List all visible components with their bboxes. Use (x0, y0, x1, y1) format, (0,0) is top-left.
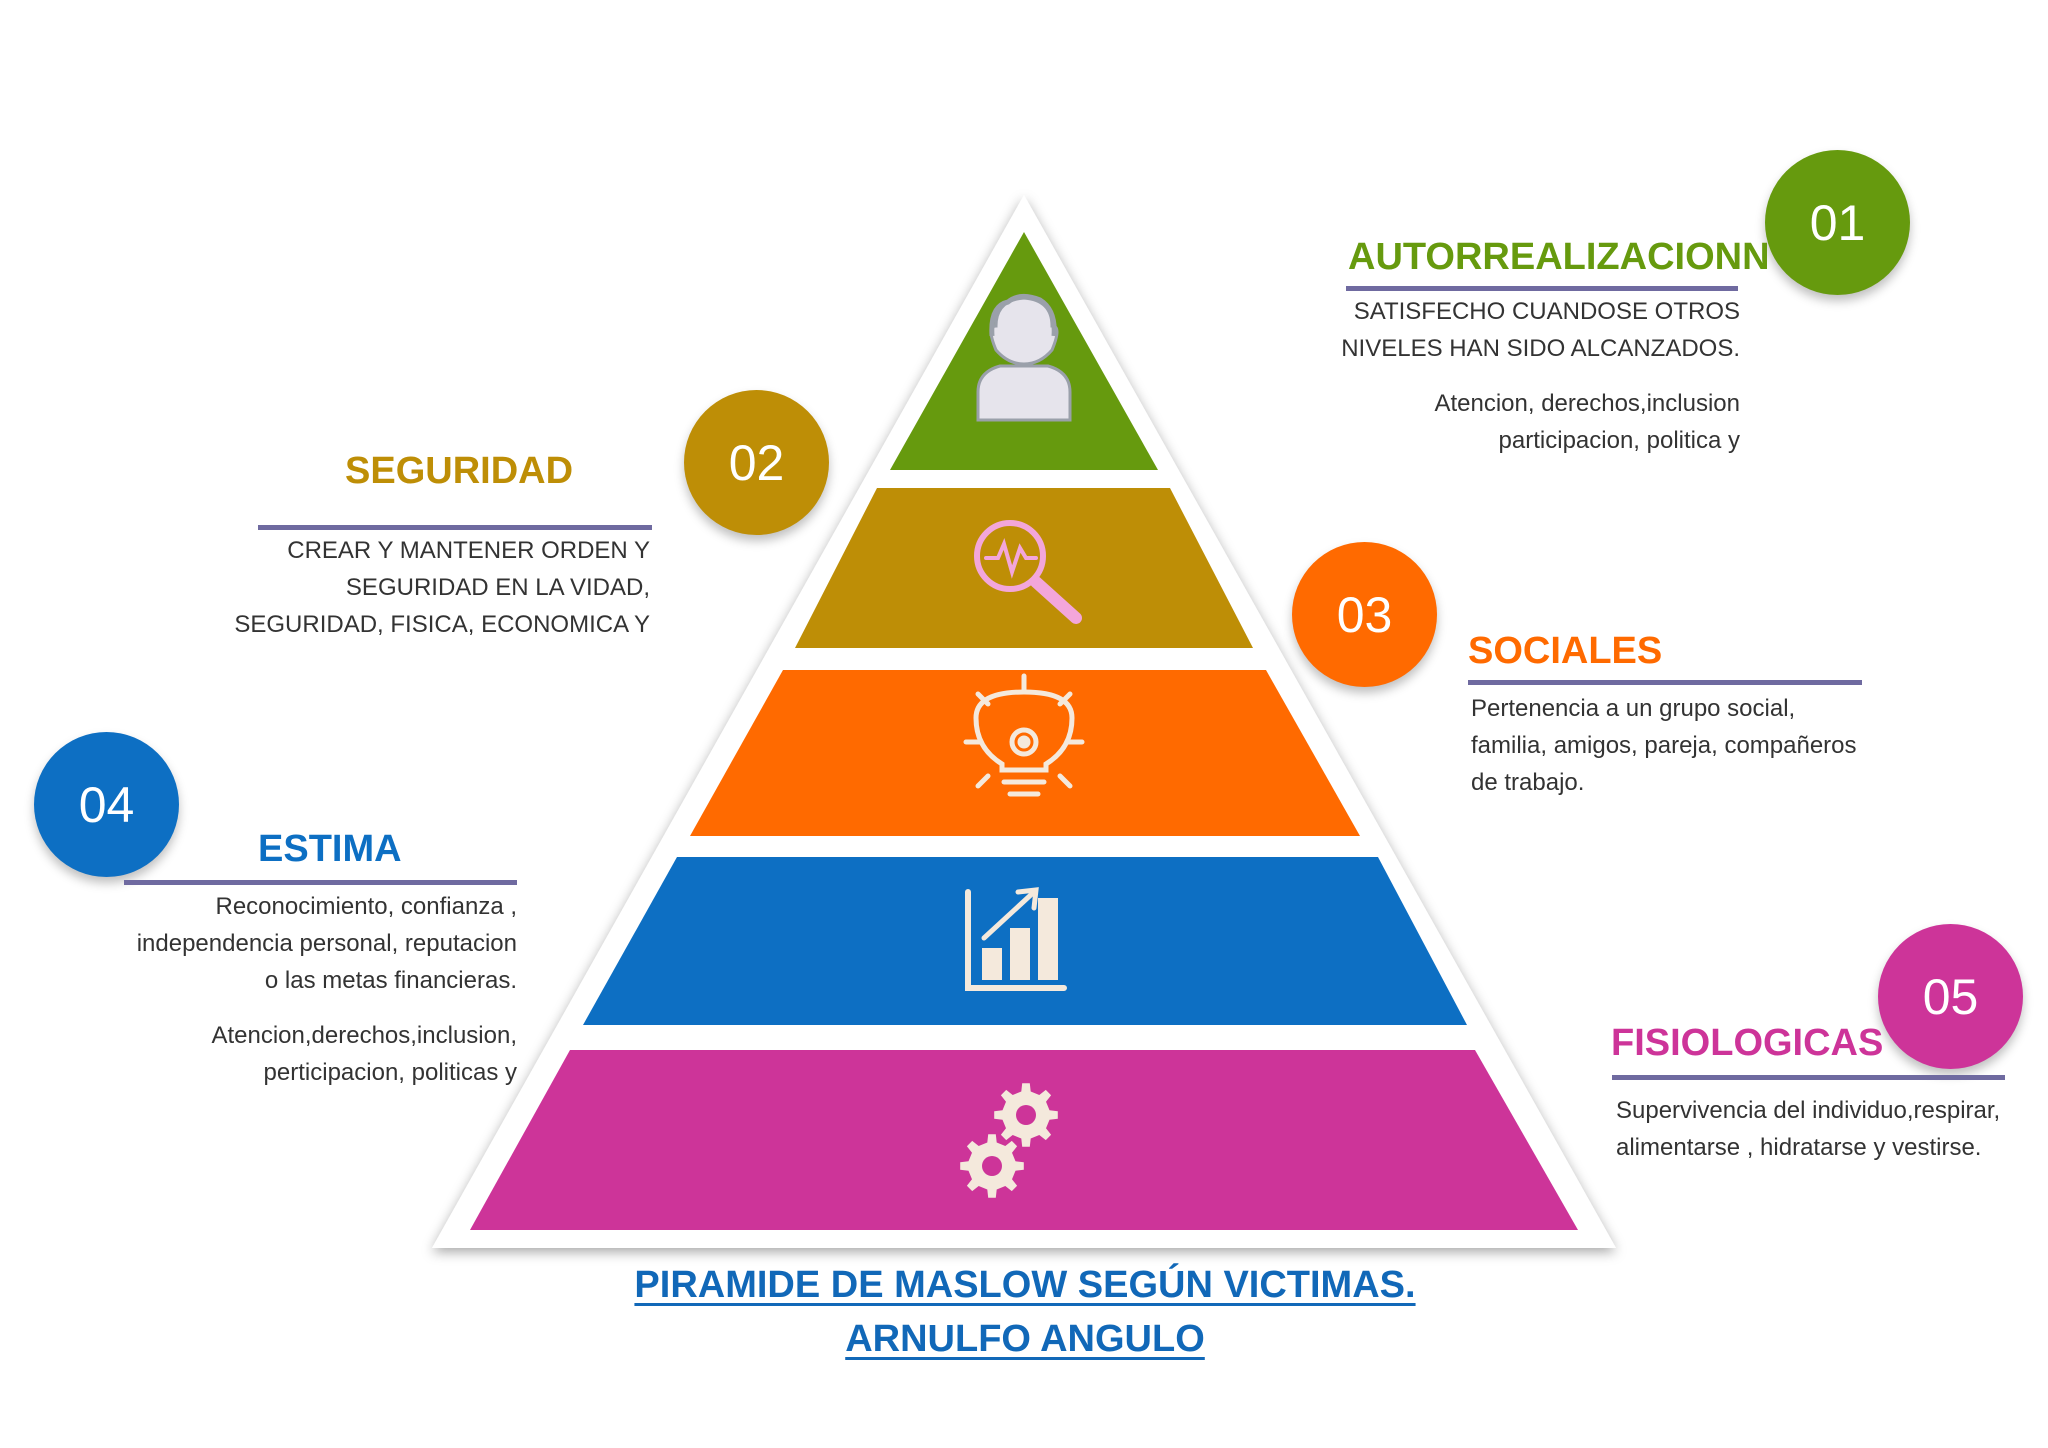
growth-chart-icon (965, 887, 1067, 991)
person-icon (976, 294, 1072, 422)
pyramid-level-2 (795, 488, 1253, 648)
lightbulb-gear-icon (963, 673, 1085, 797)
description-line: alimentarse , hidratarse y vestirse. (1616, 1134, 1982, 1161)
heading-fisiologicas: FISIOLOGICAS (1611, 1022, 1884, 1064)
heading-rule-02 (258, 525, 652, 530)
title-line-1: PIRAMIDE DE MASLOW SEGÚN VICTIMAS. (634, 1264, 1416, 1306)
description-line: SEGURIDAD, FISICA, ECONOMICA Y (234, 611, 650, 638)
description-line: o las metas financieras. (264, 967, 517, 994)
heading-rule-04 (124, 880, 517, 885)
description-seguridad: CREAR Y MANTENER ORDEN Y SEGURIDAD EN LA… (200, 532, 650, 656)
heading-autorrealizacion: AUTORREALIZACIONN (1348, 236, 1770, 278)
description-sociales: Pertenencia a un grupo social, familia, … (1471, 690, 1951, 810)
gears-icon (960, 1083, 1058, 1198)
heading-rule-01 (1346, 286, 1738, 291)
description-line: de trabajo. (1471, 769, 1585, 796)
description-line: Reconocimiento, confianza , (215, 893, 518, 920)
description-autorrealizacion: SATISFECHO CUANDOSE OTROS NIVELES HAN SI… (1296, 293, 1740, 478)
gear-hole (1016, 1105, 1036, 1125)
badge-05: 05 (1878, 924, 2023, 1069)
description-line: participacion, politica y (1498, 427, 1740, 454)
description-line: Atencion, derechos,inclusion (1434, 390, 1740, 417)
description-line: CREAR Y MANTENER ORDEN Y (287, 537, 650, 564)
badge-01: 01 (1765, 150, 1910, 295)
heading-sociales: SOCIALES (1468, 630, 1663, 672)
description-line: SATISFECHO CUANDOSE OTROS (1353, 298, 1740, 325)
gear-hole (982, 1156, 1002, 1176)
heading-seguridad: SEGURIDAD (345, 450, 574, 492)
description-line: SEGURIDAD EN LA VIDAD, (345, 574, 650, 601)
title-line-2: ARNULFO ANGULO (845, 1318, 1205, 1360)
description-line: Supervivencia del individuo,respirar, (1616, 1097, 2001, 1124)
heading-estima: ESTIMA (258, 828, 402, 870)
description-line: independencia personal, reputacion (136, 930, 517, 957)
magnifier-pulse-icon (974, 520, 1082, 624)
description-line: NIVELES HAN SIDO ALCANZADOS. (1341, 335, 1740, 362)
badge-02: 02 (684, 390, 829, 535)
description-line: familia, amigos, pareja, compañeros (1471, 732, 1857, 759)
description-estima: Reconocimiento, confianza , independenci… (60, 888, 517, 1098)
description-line: Atencion,derechos,inclusion, (211, 1022, 517, 1049)
page-title: PIRAMIDE DE MASLOW SEGÚN VICTIMAS. ARNUL… (500, 1258, 1550, 1366)
description-line: Pertenencia a un grupo social, (1471, 695, 1796, 722)
badge-03: 03 (1292, 542, 1437, 687)
badge-04: 04 (34, 732, 179, 877)
heading-rule-03 (1468, 680, 1862, 685)
heading-rule-05 (1612, 1075, 2005, 1080)
description-fisiologicas: Supervivencia del individuo,respirar, al… (1616, 1092, 2046, 1172)
description-line: perticipacion, politicas y (263, 1059, 517, 1086)
